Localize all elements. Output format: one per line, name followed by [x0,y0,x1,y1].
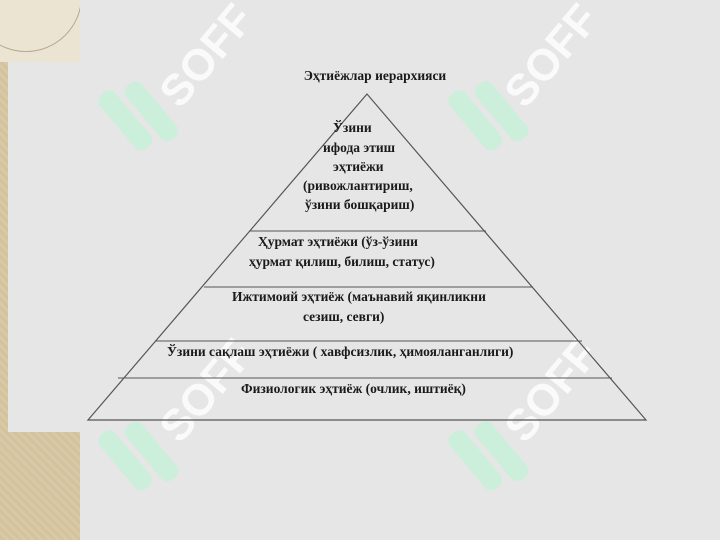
pyramid-level-social: Ижтимоий эҳтиёж (маънавий яқинликни сези… [232,289,486,324]
level-text-line: Физиологик эҳтиёж (очлик, иштиёқ) [241,381,466,396]
pyramid-outline [86,93,648,421]
pyramid-level-esteem: Ҳурмат эҳтиёжи (ўз-ўзини ҳурмат қилиш, б… [249,234,435,269]
watermark-text: SOFF [495,0,608,116]
level-text-line: Ҳурмат эҳтиёжи (ўз-ўзини [258,234,418,249]
level-text-line: Ўзини [333,120,372,135]
level-text-line: ўзини бошқариш) [305,197,414,212]
watermark-text: SOFF [150,0,263,116]
pyramid-level-safety: Ўзини сақлаш эҳтиёжи ( хавфсизлик, ҳимоя… [167,344,513,359]
level-text-line: ҳурмат қилиш, билиш, статус) [249,254,435,269]
level-text-line: ифода этиш [323,140,396,155]
level-text-line: Ижтимоий эҳтиёж (маънавий яқинликни [232,289,486,304]
level-text-line: эҳтиёжи [333,159,384,174]
watermark-logo [98,81,529,491]
level-text-line: сезиш, севги) [303,309,384,324]
pyramid-level-physiological: Физиологик эҳтиёж (очлик, иштиёқ) [241,381,466,396]
level-text-line: (ривожлантириш, [303,178,413,193]
diagram-title: Эҳтиёжлар иерархияси [304,68,447,83]
pyramid-level-self-actualization: Ўзини ифода этиш эҳтиёжи (ривожлантириш,… [303,120,414,212]
level-text-line: Ўзини сақлаш эҳтиёжи ( хавфсизлик, ҳимоя… [167,344,513,359]
